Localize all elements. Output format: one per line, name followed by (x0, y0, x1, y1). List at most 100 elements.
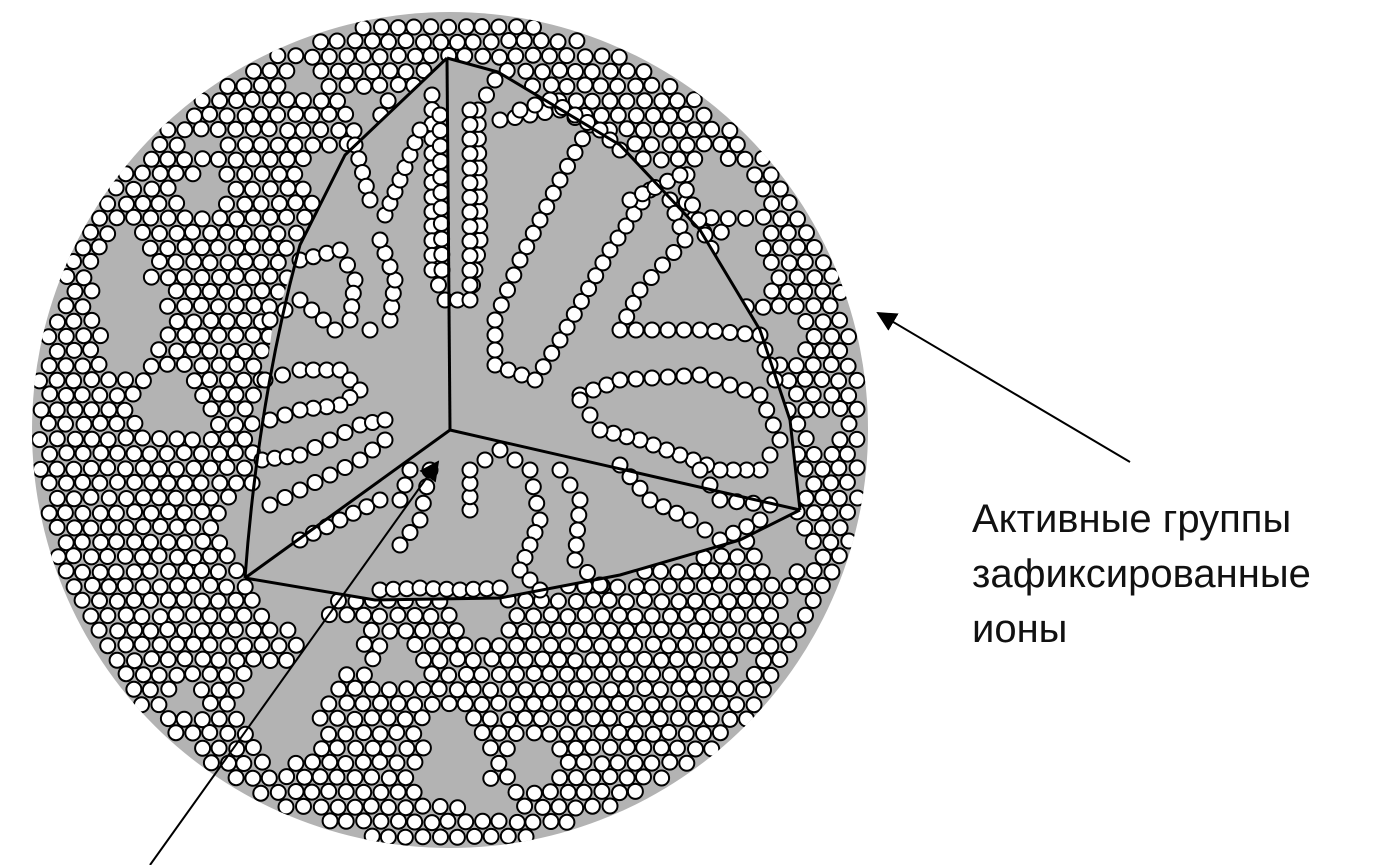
resin-bead (169, 196, 184, 211)
resin-bead (59, 329, 74, 344)
resin-bead (815, 462, 830, 477)
resin-bead (646, 108, 661, 123)
resin-bead (169, 668, 184, 683)
resin-bead (535, 64, 550, 79)
resin-bead (526, 696, 541, 711)
resin-bead (398, 770, 413, 785)
resin-bead (77, 417, 92, 432)
resin-bead (721, 622, 736, 637)
resin-bead (506, 268, 521, 283)
resin-bead (467, 829, 482, 844)
resin-bead (663, 609, 678, 624)
resin-bead (355, 165, 370, 180)
resin-bead (797, 521, 812, 536)
resin-bead (449, 623, 464, 638)
resin-bead (399, 741, 414, 756)
resin-bead (671, 711, 686, 726)
resin-bead (237, 608, 252, 623)
resin-bead (815, 520, 830, 535)
resin-bead (730, 608, 745, 623)
resin-bead (696, 637, 711, 652)
resin-bead (528, 373, 543, 388)
resin-bead (535, 652, 550, 667)
resin-bead (629, 579, 644, 594)
resin-bead (603, 64, 618, 79)
resin-bead (185, 520, 200, 535)
resin-bead (219, 284, 234, 299)
resin-bead (229, 476, 244, 491)
resin-bead (331, 800, 346, 815)
resin-bead (833, 520, 848, 535)
resin-bead (739, 712, 754, 727)
resin-bead (321, 727, 336, 742)
resin-bead (602, 711, 617, 726)
resin-bead (41, 329, 56, 344)
resin-bead (270, 78, 285, 93)
resin-bead (271, 785, 286, 800)
resin-bead (678, 638, 693, 653)
resin-bead (357, 668, 372, 683)
resin-bead (433, 154, 448, 169)
resin-bead (152, 490, 167, 505)
resin-bead (100, 638, 115, 653)
resin-bead (340, 607, 355, 622)
resin-bead (671, 152, 686, 167)
resin-bead (212, 270, 227, 285)
resin-bead (194, 270, 209, 285)
resin-bead (595, 696, 610, 711)
resin-bead (509, 785, 524, 800)
resin-bead (714, 549, 729, 564)
resin-bead (620, 770, 635, 785)
resin-bead (434, 232, 449, 247)
resin-bead (563, 478, 578, 493)
resin-bead (831, 460, 846, 475)
resin-bead (152, 668, 167, 683)
resin-bead (688, 742, 703, 757)
resin-bead (59, 445, 74, 460)
resin-bead (289, 638, 304, 653)
resin-bead (492, 726, 507, 741)
resin-bead (850, 402, 865, 417)
resin-bead (279, 799, 294, 814)
resin-bead (170, 138, 185, 153)
resin-bead (687, 652, 702, 667)
resin-bead (636, 740, 651, 755)
resin-bead (670, 741, 685, 756)
resin-bead (510, 608, 525, 623)
resin-bead (613, 323, 628, 338)
resin-bead (510, 815, 525, 830)
resin-bead (271, 255, 286, 270)
resin-bead (568, 710, 583, 725)
resin-bead (747, 638, 762, 653)
resin-bead (194, 682, 209, 697)
resin-bead (560, 609, 575, 624)
resin-bead (798, 314, 813, 329)
resin-bead (535, 682, 550, 697)
resin-bead (442, 638, 457, 653)
resin-bead (644, 756, 659, 771)
resin-bead (92, 623, 107, 638)
resin-bead (144, 270, 159, 285)
resin-bead (474, 667, 489, 682)
resin-bead (463, 117, 478, 132)
resin-bead (433, 623, 448, 638)
resin-bead (135, 431, 150, 446)
resin-bead (194, 446, 209, 461)
resin-bead (577, 637, 592, 652)
resin-bead (824, 565, 839, 580)
resin-bead (220, 79, 235, 94)
resin-bead (619, 121, 634, 136)
resin-bead (654, 153, 669, 168)
resin-bead (654, 122, 669, 137)
resin-bead (211, 299, 226, 314)
resin-bead (100, 549, 115, 564)
resin-bead (270, 226, 285, 241)
resin-bead (595, 609, 610, 624)
resin-bead (263, 152, 278, 167)
resin-bead (708, 324, 723, 339)
resin-bead (59, 476, 74, 491)
resin-bead (194, 358, 209, 373)
resin-bead (365, 829, 380, 844)
resin-bead (491, 20, 506, 35)
resin-bead (323, 813, 338, 828)
